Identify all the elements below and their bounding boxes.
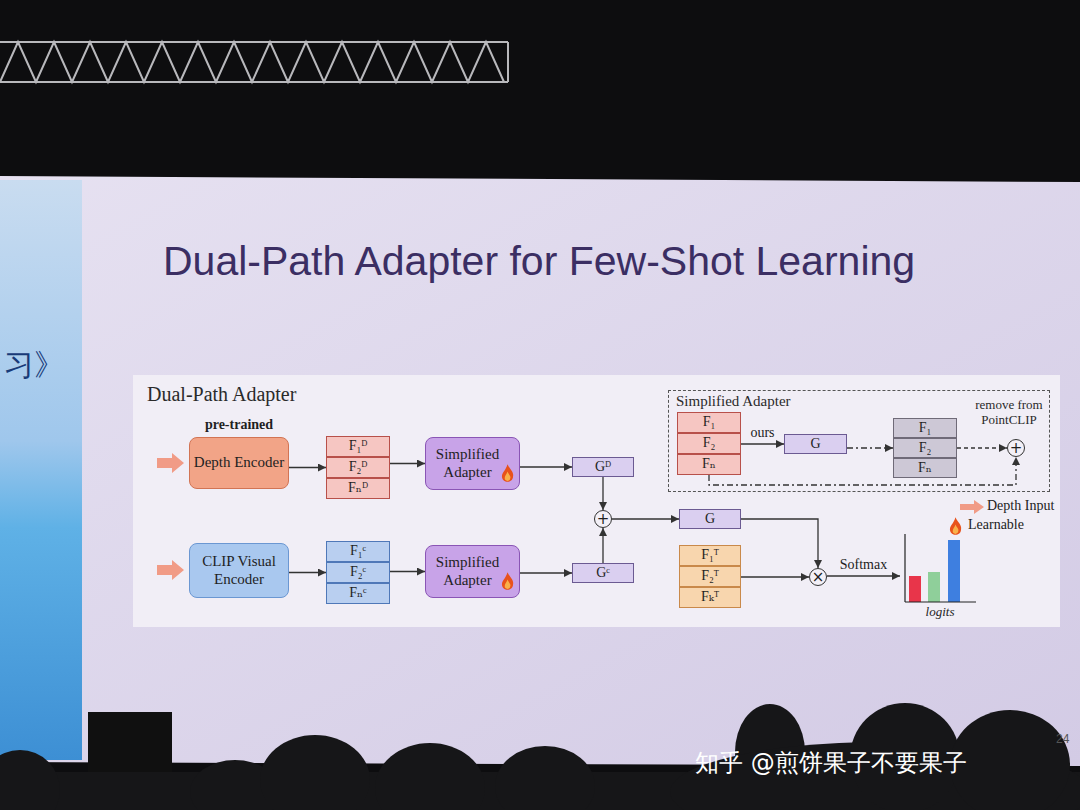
product-circle: × <box>809 568 827 586</box>
input-arrows <box>157 453 184 580</box>
feature-box: G <box>679 509 741 529</box>
removed-row: Fₙ <box>893 458 957 478</box>
feature-box: G <box>784 434 847 454</box>
feature-box: Gᶜ <box>572 563 634 583</box>
adapter-box: Simplified Adapter <box>425 545 520 598</box>
removed-row: F₂ <box>893 438 957 458</box>
box-label: CLIP Visual Encoder <box>190 553 288 588</box>
feature-row: F₁ᴰ <box>326 436 390 457</box>
feature-box: Gᴰ <box>572 457 634 477</box>
bar-chart <box>900 532 980 604</box>
box-label: Simplified Adapter <box>434 554 501 589</box>
removed-row: F₁ <box>893 418 957 438</box>
encoder-box: CLIP Visual Encoder <box>189 543 289 598</box>
feature-row: F₂ᴰ <box>326 457 390 478</box>
box-label: F₂ <box>703 435 716 451</box>
feature-row: F₂ <box>677 433 741 454</box>
encoder-note: pre-trained <box>190 417 288 433</box>
audience <box>0 703 1080 810</box>
box-label: F₁ᶜ <box>350 543 366 559</box>
watermark: 知乎 @煎饼果子不要果子 <box>695 750 967 778</box>
connector <box>957 447 1007 448</box>
legend-label: Depth Input <box>987 498 1054 514</box>
feature-row: F₁ <box>677 412 741 433</box>
sum-circle: + <box>594 510 612 528</box>
connector <box>520 572 572 573</box>
connector <box>602 477 603 510</box>
truss <box>0 42 508 82</box>
box-label: Fₙᴰ <box>348 480 368 496</box>
feature-row: Fₙ <box>677 454 741 475</box>
text-feature-row: F₁ᵀ <box>679 545 741 566</box>
connector <box>612 518 679 519</box>
connector <box>827 575 900 576</box>
box-label: F₂ᵀ <box>701 568 719 584</box>
connector <box>741 519 818 568</box>
learnable-icon <box>501 572 514 590</box>
box-label: G <box>810 436 820 452</box>
box-label: F₂ᶜ <box>350 564 366 580</box>
feature-row: Fₙᶜ <box>326 583 390 604</box>
box-label: F₂ᴰ <box>349 459 368 475</box>
encoder-box: pre-trainedDepth Encoder <box>189 437 289 489</box>
box-label: F₁ <box>919 420 932 436</box>
slide-screen <box>0 176 1080 766</box>
box-label: Simplified Adapter <box>434 446 501 481</box>
adapter-box: Simplified Adapter <box>425 437 520 490</box>
legend-arrow <box>960 500 984 514</box>
connector <box>741 443 784 444</box>
box-label: Depth Encoder <box>194 454 284 471</box>
feature-row: F₁ᶜ <box>326 541 390 562</box>
box-label: F₁ <box>703 414 716 430</box>
edge-label: Softmax <box>840 557 887 573</box>
box-label: Gᶜ <box>596 565 610 581</box>
connector <box>390 571 425 572</box>
operator-symbol: × <box>812 570 825 585</box>
box-label: Gᴰ <box>595 459 611 475</box>
diagram-panel: Dual-Path Adapterpre-trainedDepth Encode… <box>133 375 1060 627</box>
legend-flame <box>949 517 962 535</box>
connector <box>741 576 809 577</box>
connector <box>709 457 1016 485</box>
text-feature-row: F₂ᵀ <box>679 566 741 587</box>
box-label: G <box>705 511 715 527</box>
connector <box>289 467 326 468</box>
learnable-icon <box>501 464 514 482</box>
connector <box>602 528 603 563</box>
chart-label: logits <box>900 605 980 620</box>
edge-label: ours <box>750 425 774 441</box>
connector <box>289 572 326 573</box>
box-label: F₂ <box>919 440 932 456</box>
box-label: F₁ᵀ <box>701 547 719 563</box>
legend-label: Learnable <box>968 517 1024 533</box>
text-feature-row: Fₖᵀ <box>679 587 741 608</box>
box-label: Fₖᵀ <box>701 589 719 605</box>
box-label: Fₙ <box>918 460 932 476</box>
page-number: 24 <box>1056 733 1069 747</box>
operator-symbol: + <box>597 512 610 527</box>
box-label: Fₙᶜ <box>349 585 366 601</box>
box-label: F₁ᴰ <box>349 438 368 454</box>
speaker-box <box>88 712 172 772</box>
operator-symbol: + <box>1010 441 1023 456</box>
cut-caption: 习》 <box>4 348 64 383</box>
box-label: Fₙ <box>702 456 716 472</box>
feature-row: F₂ᶜ <box>326 562 390 583</box>
feature-row: Fₙᴰ <box>326 478 390 499</box>
connector <box>520 466 572 467</box>
diagram-ground <box>133 375 1060 627</box>
connector <box>390 463 425 464</box>
side-panel <box>0 180 82 760</box>
logits-chart: logits <box>900 532 980 620</box>
connector <box>847 447 893 448</box>
slide-title: Dual-Path Adapter for Few-Shot Learning <box>163 238 915 285</box>
panel-heading: Simplified Adapter <box>676 393 791 410</box>
panel-heading: Dual-Path Adapter <box>147 383 296 406</box>
sum-circle: + <box>1007 439 1025 457</box>
note-label: remove from PointCLIP <box>966 398 1052 428</box>
